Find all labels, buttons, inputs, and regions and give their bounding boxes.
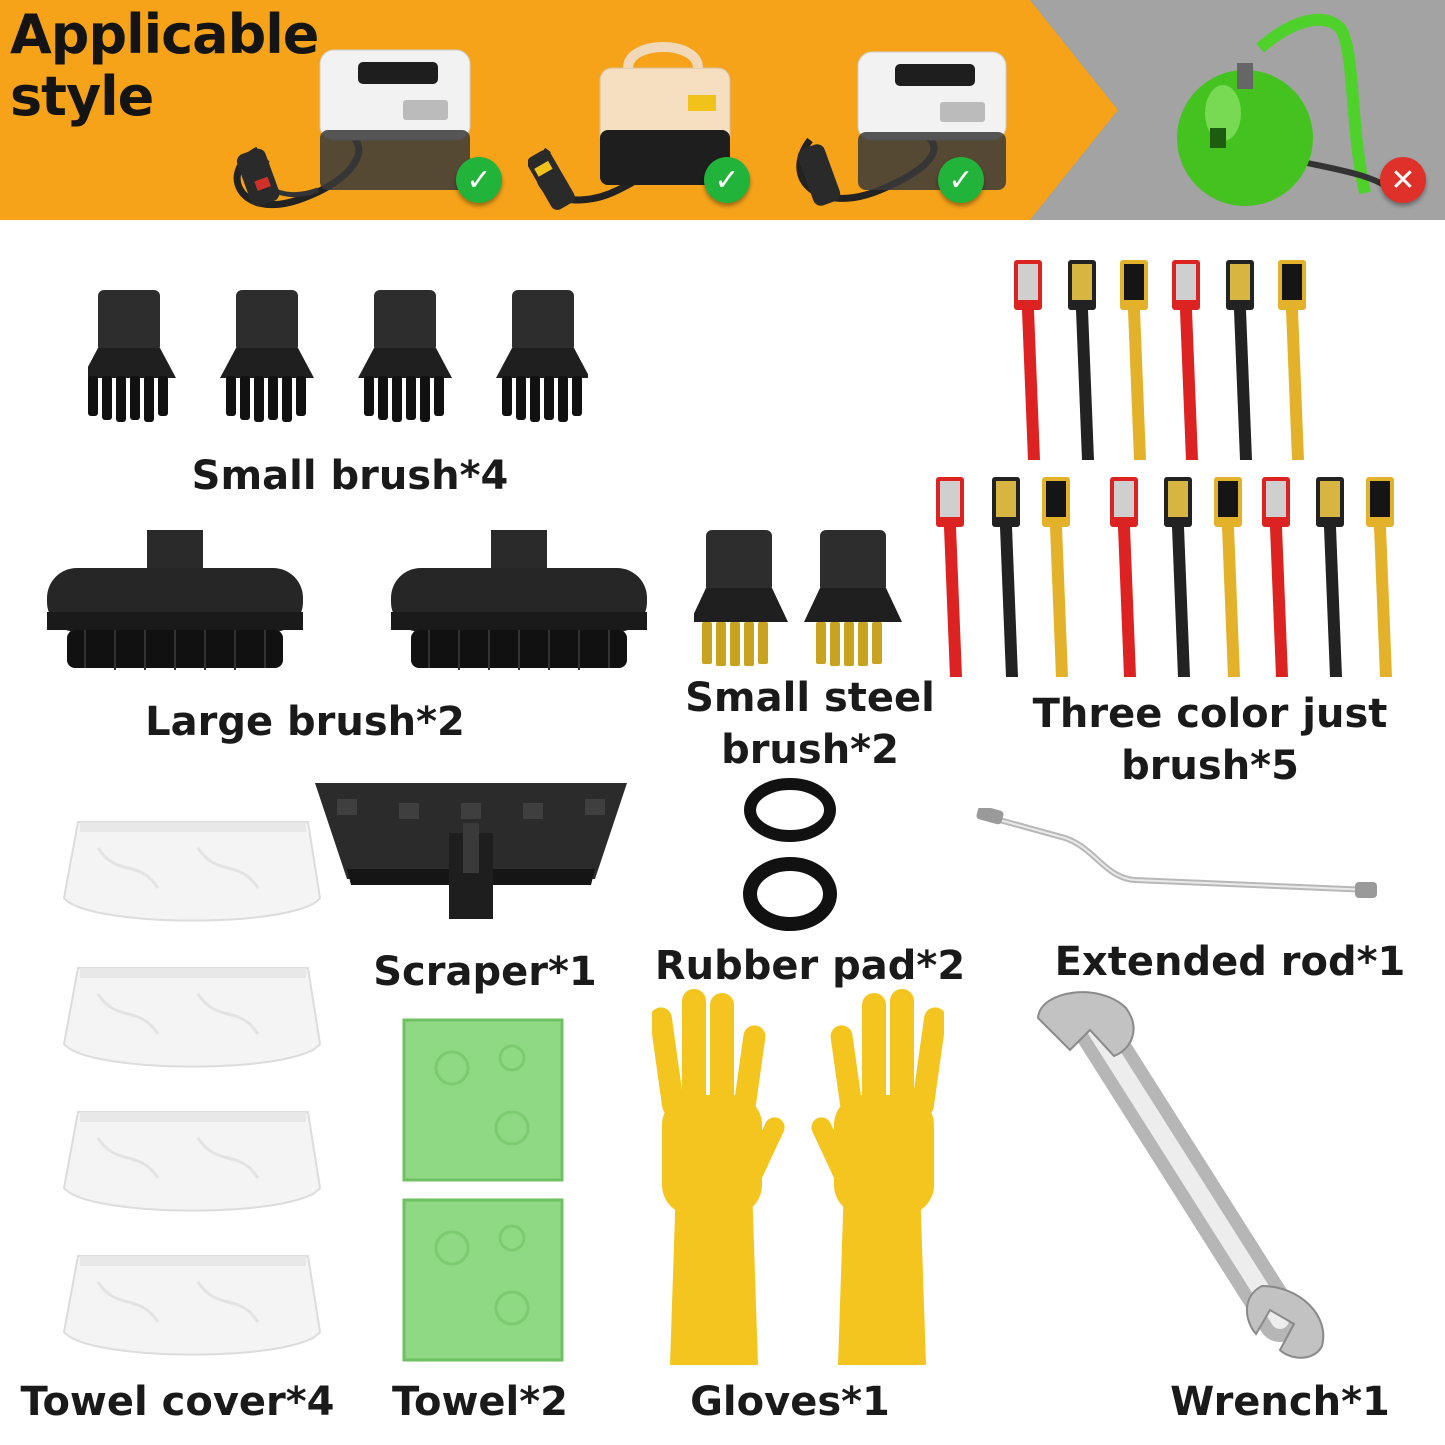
large-brush-group-icon [47, 530, 648, 671]
compatible-check-icon: ✓ [938, 157, 984, 203]
extended-rod-label: Extended rod*1 [1054, 939, 1406, 985]
banner-title-line2: style [10, 65, 154, 128]
compatible-check-icon: ✓ [456, 157, 502, 203]
rubber-pad-label: Rubber pad*2 [654, 943, 966, 989]
towel-cover-label: Towel cover*4 [20, 1379, 335, 1425]
gloves-label: Gloves*1 [690, 1379, 890, 1425]
scraper-icon [315, 783, 627, 919]
steam-cleaner-white-icon [796, 51, 1007, 206]
steam-cleaner-white-icon [233, 49, 471, 209]
steam-cleaner-beige-icon [528, 42, 731, 210]
small-brush-label: Small brush*4 [191, 453, 509, 499]
large-brush-label: Large brush*2 [145, 699, 465, 745]
towel-label: Towel*2 [392, 1379, 568, 1425]
compatible-check-icon: ✓ [704, 157, 750, 203]
wrench-icon [1036, 991, 1325, 1359]
gloves-icon [652, 989, 944, 1365]
steam-cleaner-green-apple-icon [1177, 13, 1398, 206]
wrench-label: Wrench*1 [1170, 1379, 1390, 1425]
banner-title-line1: Applicable [10, 3, 319, 66]
small-steel-brush-label: Small steel brush*2 [685, 675, 935, 773]
three-color-brush-group-icon [936, 260, 1394, 677]
banner-title: Applicable style [10, 3, 319, 128]
towel-cover-group-icon [62, 821, 322, 1356]
three-color-brush-label: Three color just brush*5 [1032, 691, 1388, 789]
small-steel-brush-group-icon [694, 530, 902, 666]
applicable-style-banner: Applicable style ✓ ✓ ✓ [0, 0, 1445, 220]
incompatible-cross-icon: ✕ [1380, 157, 1426, 203]
scraper-label: Scraper*1 [373, 949, 597, 995]
rubber-pad-group-icon [743, 778, 837, 931]
extended-rod-icon [976, 808, 1377, 898]
towel-group-icon [402, 1018, 564, 1362]
small-brush-group-icon [88, 290, 588, 422]
